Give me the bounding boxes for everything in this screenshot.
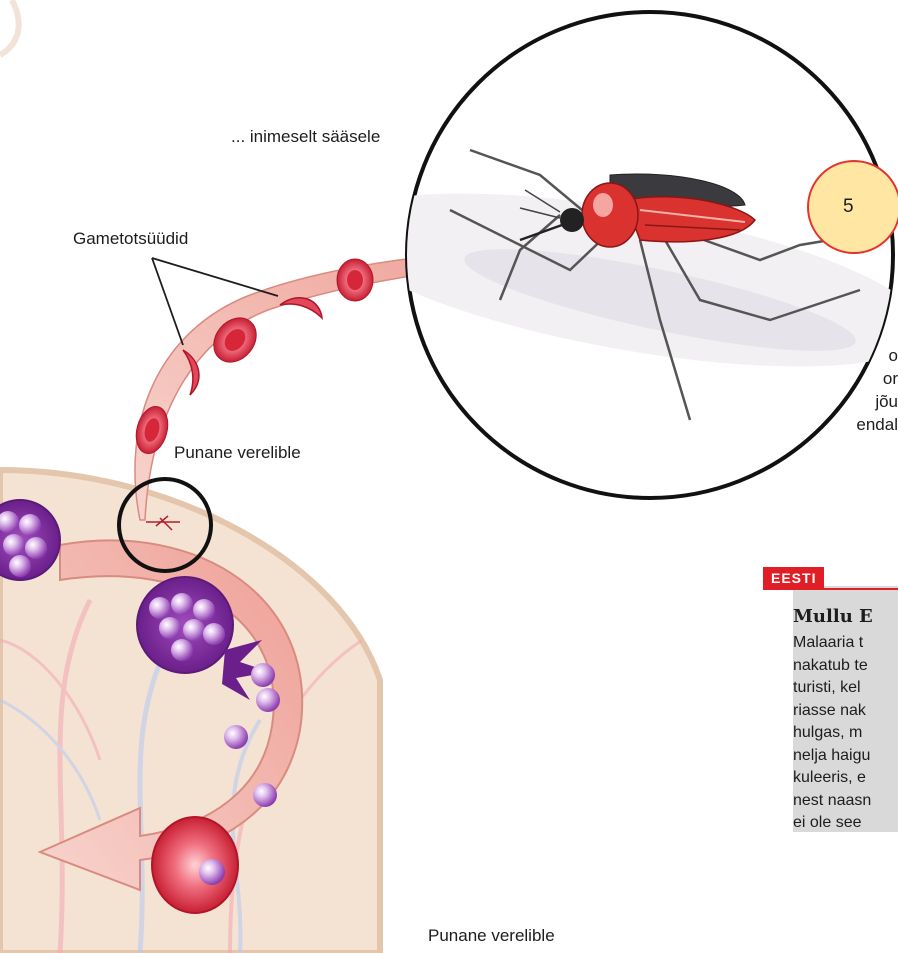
- sidebar-body: Malaaria t nakatub te turisti, kel riass…: [793, 632, 871, 835]
- human-to-mosquito-label: ... inimeselt sääsele: [231, 127, 380, 147]
- sidebar-line: ei ole see: [793, 812, 871, 835]
- clipped-description: o or jõu endal: [856, 344, 898, 436]
- clipped-line: jõu: [856, 390, 898, 413]
- sidebar-line: turisti, kel: [793, 677, 871, 700]
- sidebar-line: nelja haigu: [793, 745, 871, 768]
- sidebar-line: nest naasn: [793, 790, 871, 813]
- infected-red-blood-cell: [152, 817, 238, 913]
- clipped-line: o: [856, 344, 898, 367]
- sidebar-line: hulgas, m: [793, 722, 871, 745]
- clipped-line: endal: [856, 413, 898, 436]
- red-blood-cell-label-bottom: Punane verelible: [428, 926, 555, 946]
- red-blood-cell-label-top: Punane verelible: [174, 443, 301, 463]
- step-badge: 5: [807, 160, 898, 254]
- sidebar-line: nakatub te: [793, 655, 871, 678]
- gametocytes-label: Gametotsüüdid: [73, 229, 188, 249]
- skin-contour: [0, 0, 19, 55]
- sidebar-line: kuleeris, e: [793, 767, 871, 790]
- sidebar-tag: EESTI: [763, 567, 824, 589]
- clipped-line: or: [856, 367, 898, 390]
- sidebar-line: riasse nak: [793, 700, 871, 723]
- step-badge-number: 5: [843, 196, 854, 218]
- sidebar-line: Malaaria t: [793, 632, 871, 655]
- sidebar-title: Mullu E: [793, 606, 873, 627]
